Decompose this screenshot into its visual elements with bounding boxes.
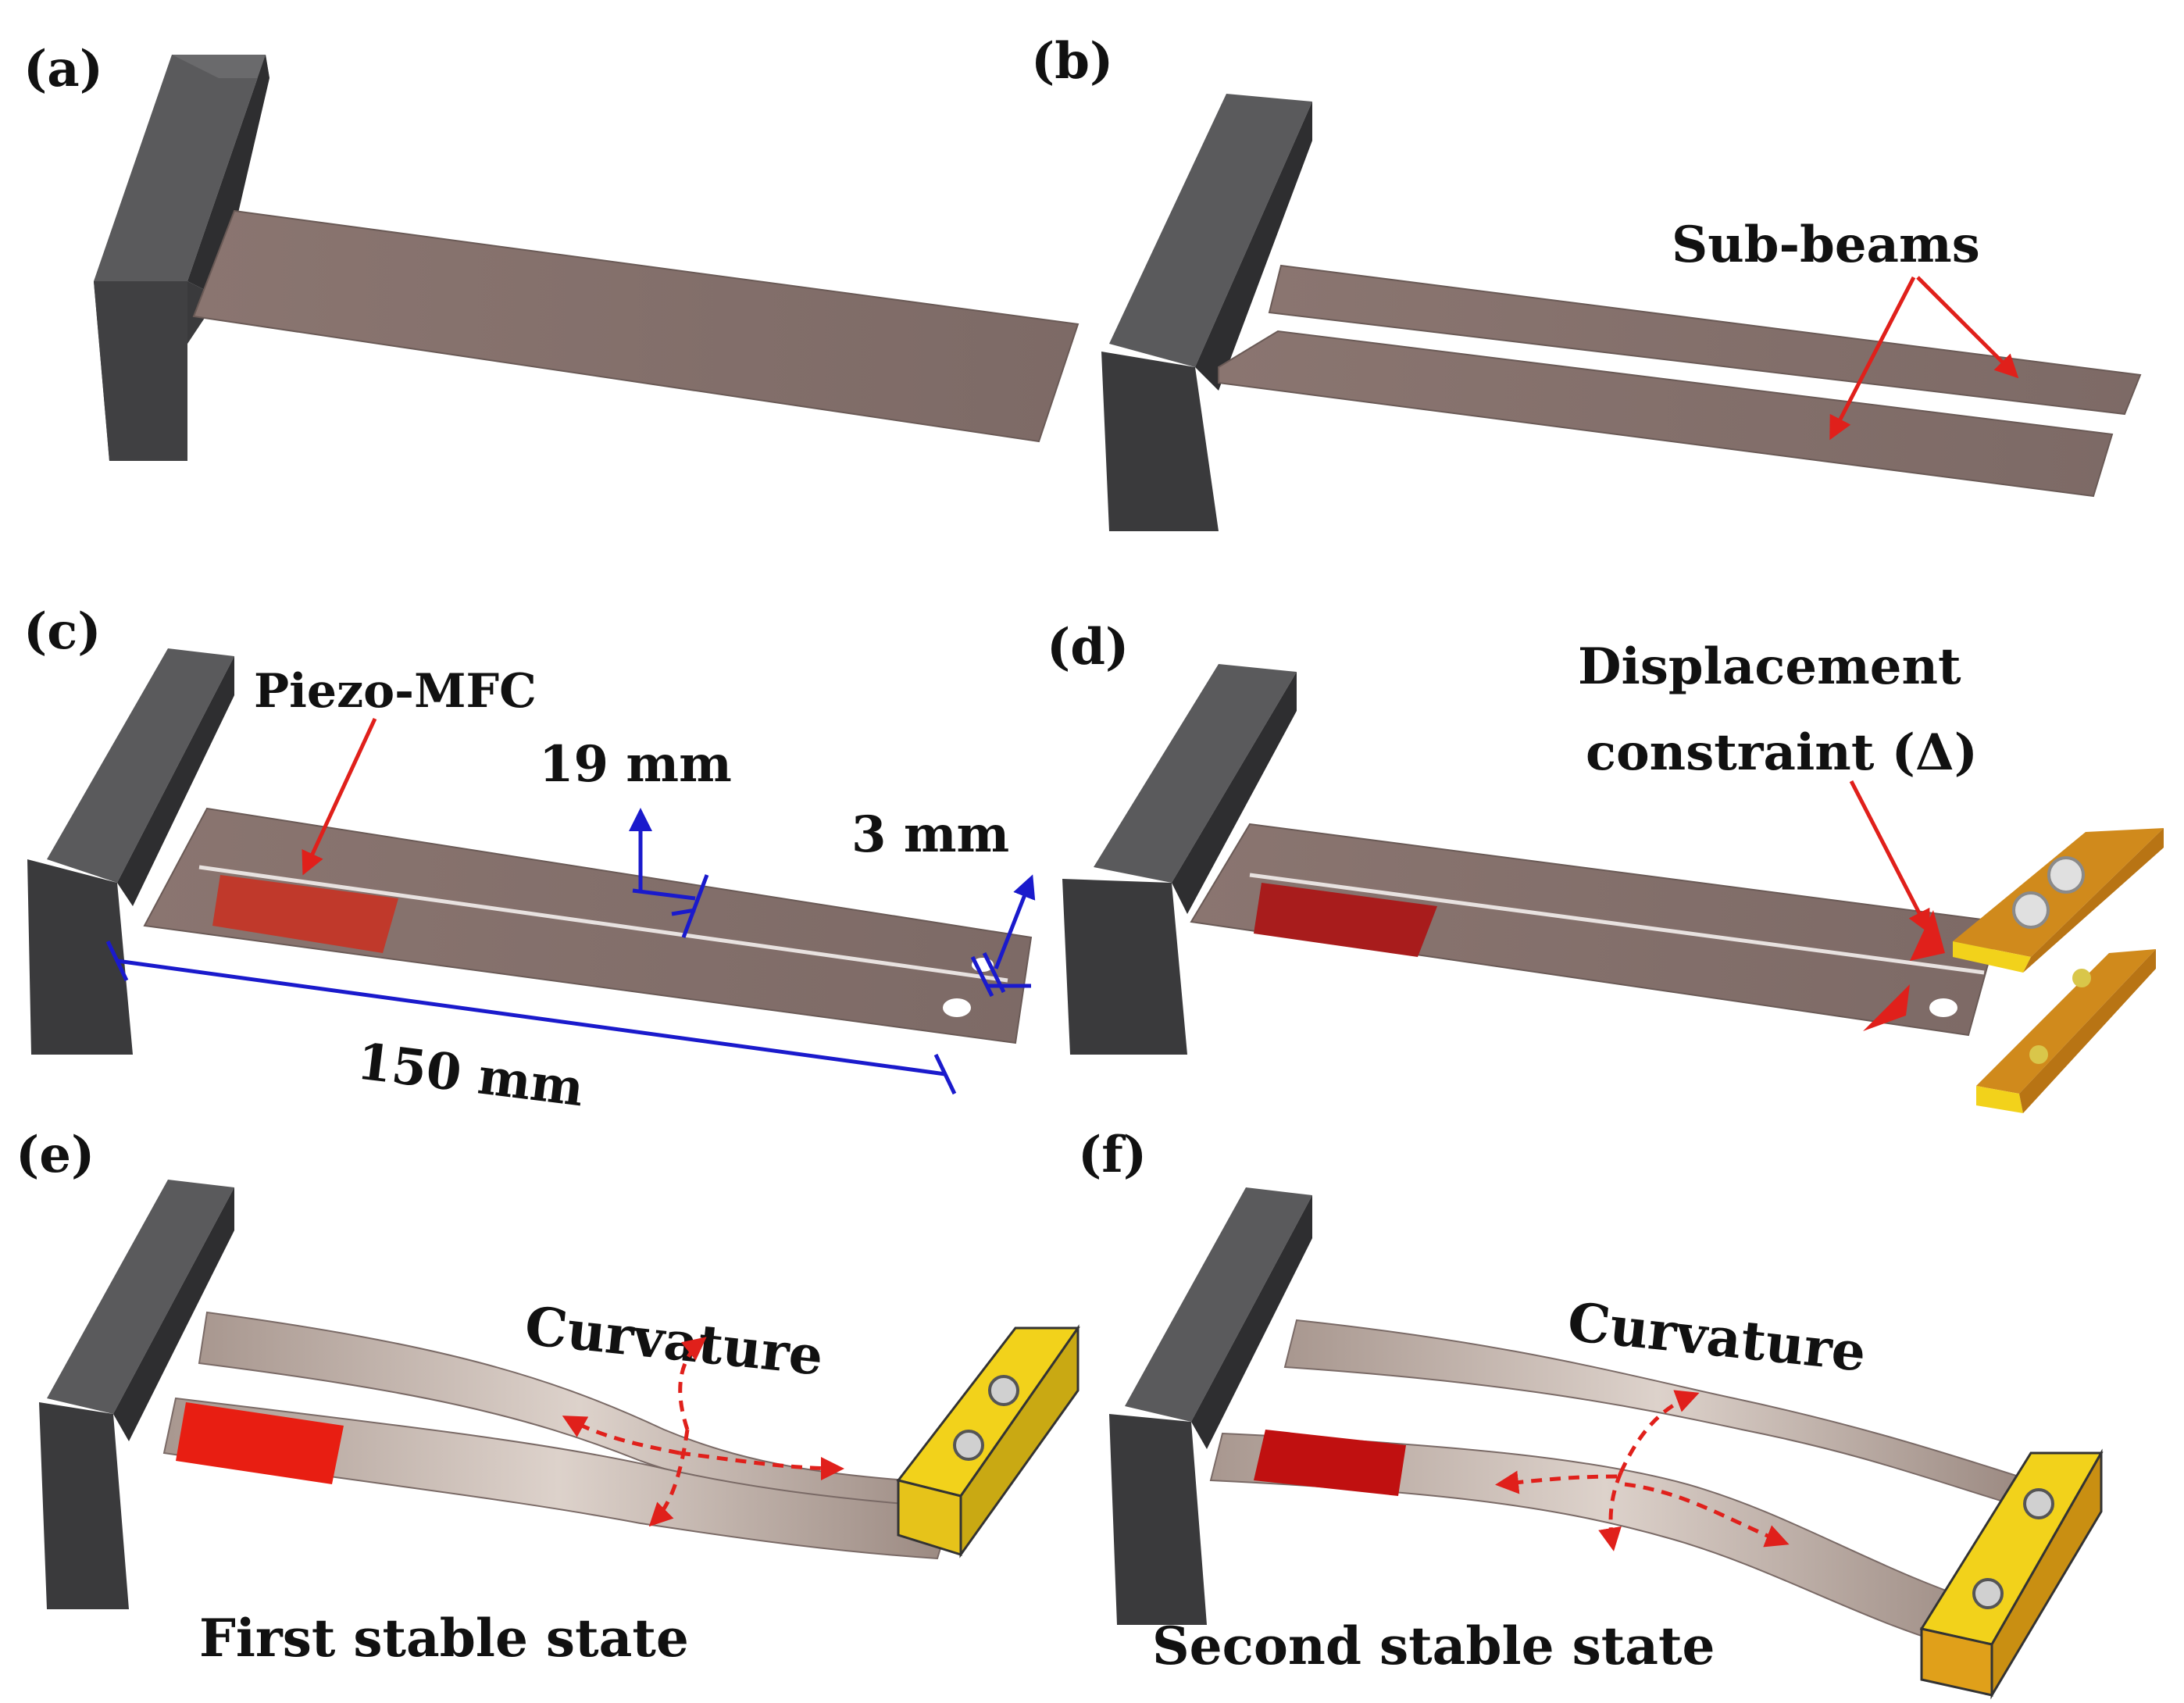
bolt-hole	[1929, 998, 1957, 1017]
panel-d: (d) Displacement constraint (Δ)	[1047, 618, 2164, 1113]
piezo-callout: Piezo-MFC	[254, 664, 537, 719]
clamp-block	[1109, 1187, 1312, 1625]
piezo-patch	[212, 875, 398, 953]
bolt-hole	[943, 998, 971, 1017]
callout-arrow	[1916, 276, 2019, 379]
panel-c: (c) Piezo-MFC 19 mm 3 mm	[23, 602, 1036, 1118]
piezo-beam	[1190, 823, 2001, 1037]
support-block	[1919, 1448, 2104, 1700]
displacement-arrow	[1863, 984, 1910, 1031]
panel-a-label: (a)	[23, 40, 103, 98]
sub-beam-upper	[1268, 264, 2142, 416]
panel-b-label: (b)	[1031, 32, 1113, 91]
width-dimension-marker	[629, 808, 709, 938]
panel-a: (a)	[23, 40, 1080, 461]
clamp-block	[1062, 664, 1297, 1055]
panel-d-label: (d)	[1047, 618, 1129, 677]
piezo-patch	[176, 1402, 344, 1484]
panel-f: (f) Curvature Second stable state	[1078, 1126, 2104, 1700]
clamp-block	[39, 1180, 234, 1609]
panel-e-label: (e)	[16, 1126, 95, 1184]
beam-slot	[1278, 320, 2117, 434]
panel-f-label: (f)	[1078, 1126, 1147, 1184]
length-dimension-label: 150 mm	[354, 1032, 587, 1118]
clamp-block	[1101, 94, 1312, 531]
callout-arrow	[1829, 276, 1916, 441]
beam-slot	[198, 865, 1008, 983]
curvature-arrows	[1495, 1390, 1790, 1551]
gap-dimension-marker	[970, 874, 1036, 998]
beam-slot	[1249, 873, 1985, 975]
piezo-patch	[1254, 1430, 1406, 1496]
clamp-block	[27, 648, 234, 1055]
upper-support-block	[1953, 828, 2164, 973]
width-dimension-label: 19 mm	[539, 735, 732, 794]
first-stable-state-label: First stable state	[199, 1608, 689, 1669]
constraint-callout-line-2: constraint (Δ)	[1586, 723, 1978, 782]
piezo-beam	[143, 807, 1033, 1044]
solid-beam	[192, 209, 1080, 443]
second-stable-state-label: Second stable state	[1152, 1616, 1715, 1676]
sub-beams-callout: Sub-beams	[1672, 216, 1980, 274]
gap-dimension-label: 3 mm	[851, 805, 1009, 864]
displacement-arrow	[1910, 910, 1945, 961]
curvature-arrows	[562, 1337, 844, 1527]
panel-c-label: (c)	[23, 602, 102, 661]
panel-e: (e) Curvature First stable state	[16, 1126, 1080, 1669]
sub-beam-lower	[1218, 330, 2114, 498]
length-dimension	[105, 940, 957, 1095]
constraint-callout-line-1: Displacement	[1578, 637, 1961, 696]
clamp-block	[94, 55, 269, 461]
callout-arrow	[1849, 780, 1930, 934]
curvature-label: Curvature	[522, 1294, 826, 1388]
support-block	[896, 1324, 1080, 1558]
callout-arrow	[302, 717, 377, 876]
panel-b: (b) Sub-beams	[1031, 32, 2142, 531]
piezo-patch	[1254, 883, 1437, 957]
lower-support-block	[1976, 949, 2156, 1113]
